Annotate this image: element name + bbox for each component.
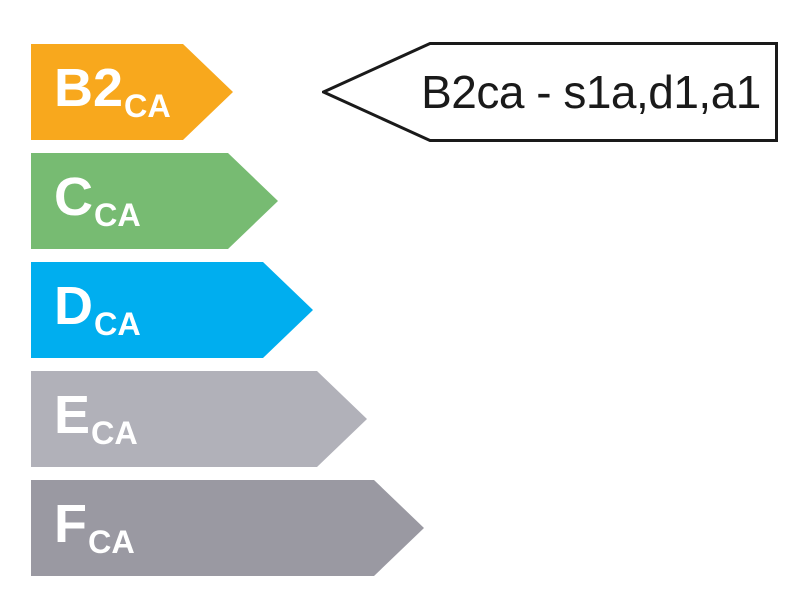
- rating-bar-fca: FCA: [31, 480, 424, 576]
- callout-left-pointer-shape: [322, 42, 778, 142]
- rating-class-subscript: CA: [94, 306, 141, 343]
- rating-callout-text: B2ca - s1a,d1,a1: [421, 66, 761, 118]
- callout-pointer-polygon: [322, 42, 778, 142]
- rating-class-text: F: [54, 494, 87, 555]
- rating-class-subscript: CA: [124, 88, 171, 125]
- rating-bar-dca-label: DCA: [54, 279, 141, 341]
- rating-class-text: E: [54, 385, 91, 446]
- rating-bar-cca: CCA: [31, 153, 278, 249]
- rating-class-subscript: CA: [88, 524, 135, 561]
- rating-class-subscript: CA: [91, 415, 138, 452]
- rating-bar-fca-label: FCA: [54, 497, 135, 559]
- rating-bar-b2ca-label: B2CA: [54, 61, 171, 123]
- rating-class-subscript: CA: [94, 197, 141, 234]
- rating-bar-b2ca: B2CA: [31, 44, 233, 140]
- rating-class-text: B2: [54, 58, 124, 119]
- rating-class-text: D: [54, 276, 93, 337]
- rating-bar-eca-label: ECA: [54, 388, 138, 450]
- rating-bar-eca: ECA: [31, 371, 367, 467]
- rating-bar-cca-label: CCA: [54, 170, 141, 232]
- rating-bar-dca: DCA: [31, 262, 313, 358]
- rating-callout: B2ca - s1a,d1,a1: [322, 42, 778, 142]
- rating-class-text: C: [54, 167, 93, 228]
